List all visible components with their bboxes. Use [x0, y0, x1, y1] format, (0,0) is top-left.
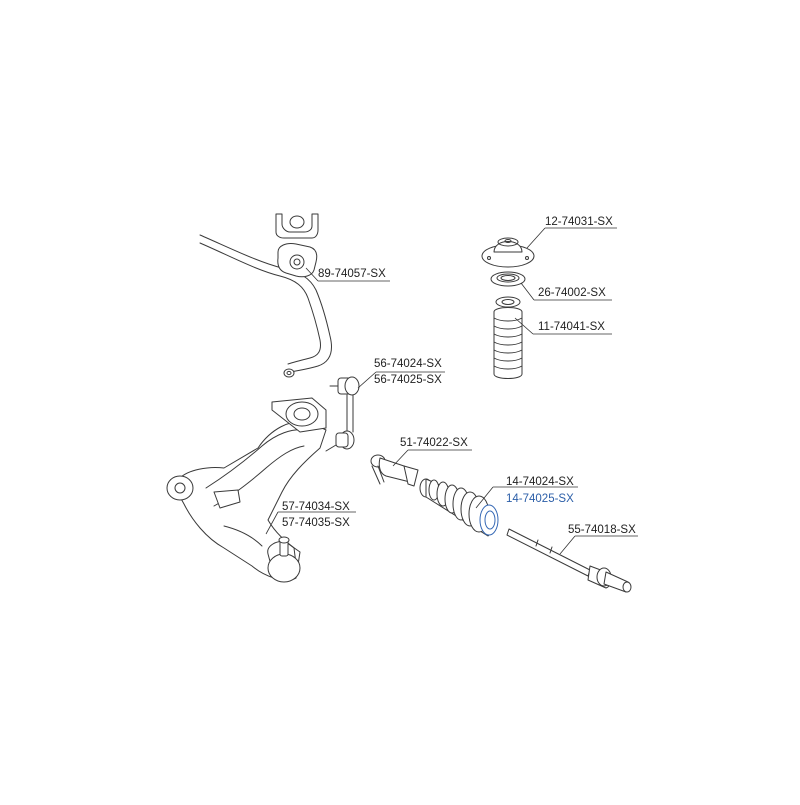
strut-bearing	[490, 271, 526, 287]
part-number-label: 56-74025-SX	[374, 374, 442, 386]
rack-boot	[419, 478, 499, 537]
strut-mount	[481, 237, 535, 268]
leader-line	[305, 267, 319, 282]
part-number-label: 14-74024-SX	[506, 476, 574, 488]
part-number-label: 57-74034-SX	[282, 501, 350, 513]
part-number-label: 55-74018-SX	[568, 524, 636, 536]
part-number-label: 51-74022-SX	[400, 437, 468, 449]
stabilizer-link	[325, 376, 360, 452]
stabilizer-bar	[199, 234, 332, 378]
part-number-label-highlighted: 14-74025-SX	[506, 493, 574, 505]
leader-line	[475, 486, 494, 509]
part-number-label: 57-74035-SX	[282, 517, 350, 529]
leader-line	[514, 317, 534, 335]
strut-dust-boot	[493, 296, 523, 379]
part-number-label: 26-74002-SX	[538, 287, 606, 299]
leader-line	[559, 535, 576, 555]
leader-line	[265, 511, 279, 535]
tie-rod-end	[370, 454, 419, 487]
part-number-label: 12-74031-SX	[545, 216, 613, 228]
lower-control-arm	[166, 397, 327, 583]
inner-tie-rod	[506, 528, 632, 593]
stabilizer-bushing-bracket	[275, 213, 319, 239]
leader-line	[520, 282, 535, 301]
part-number-label: 89-74057-SX	[318, 268, 386, 280]
stabilizer-bushing	[277, 243, 318, 278]
leader-line	[357, 371, 377, 389]
part-number-label: 11-74041-SX	[538, 321, 605, 333]
part-number-label: 56-74024-SX	[374, 358, 442, 370]
leader-line	[526, 227, 546, 249]
leader-line	[392, 449, 409, 467]
